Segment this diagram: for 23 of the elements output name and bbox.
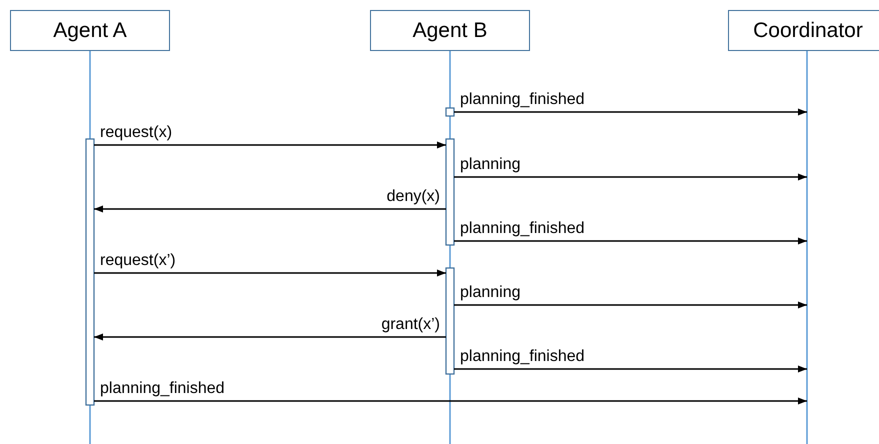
message-arrow — [94, 206, 446, 212]
message-label: planning_finished — [460, 348, 585, 366]
message-label: planning — [460, 284, 520, 302]
participant-box: Agent B — [370, 10, 530, 51]
participant-box: Agent A — [10, 10, 170, 51]
message-arrow — [94, 334, 446, 340]
message-arrow — [454, 366, 807, 372]
participant-box: Coordinator — [728, 10, 879, 51]
message-label: request(x) — [100, 124, 172, 142]
message-label: planning — [460, 156, 520, 174]
message-arrow — [454, 108, 807, 116]
message-arrow — [454, 302, 807, 308]
message-arrow — [454, 238, 807, 244]
message-label: planning_finished — [100, 380, 225, 398]
message-arrow — [94, 142, 446, 148]
message-label: planning_finished — [460, 91, 585, 109]
message-arrow — [454, 174, 807, 180]
message-label: deny(x) — [386, 188, 440, 206]
message-arrow — [94, 398, 807, 404]
message-label: planning_finished — [460, 220, 585, 238]
message-label: request(x’) — [100, 252, 176, 270]
message-label: grant(x’) — [381, 316, 440, 334]
message-arrow — [94, 270, 446, 276]
